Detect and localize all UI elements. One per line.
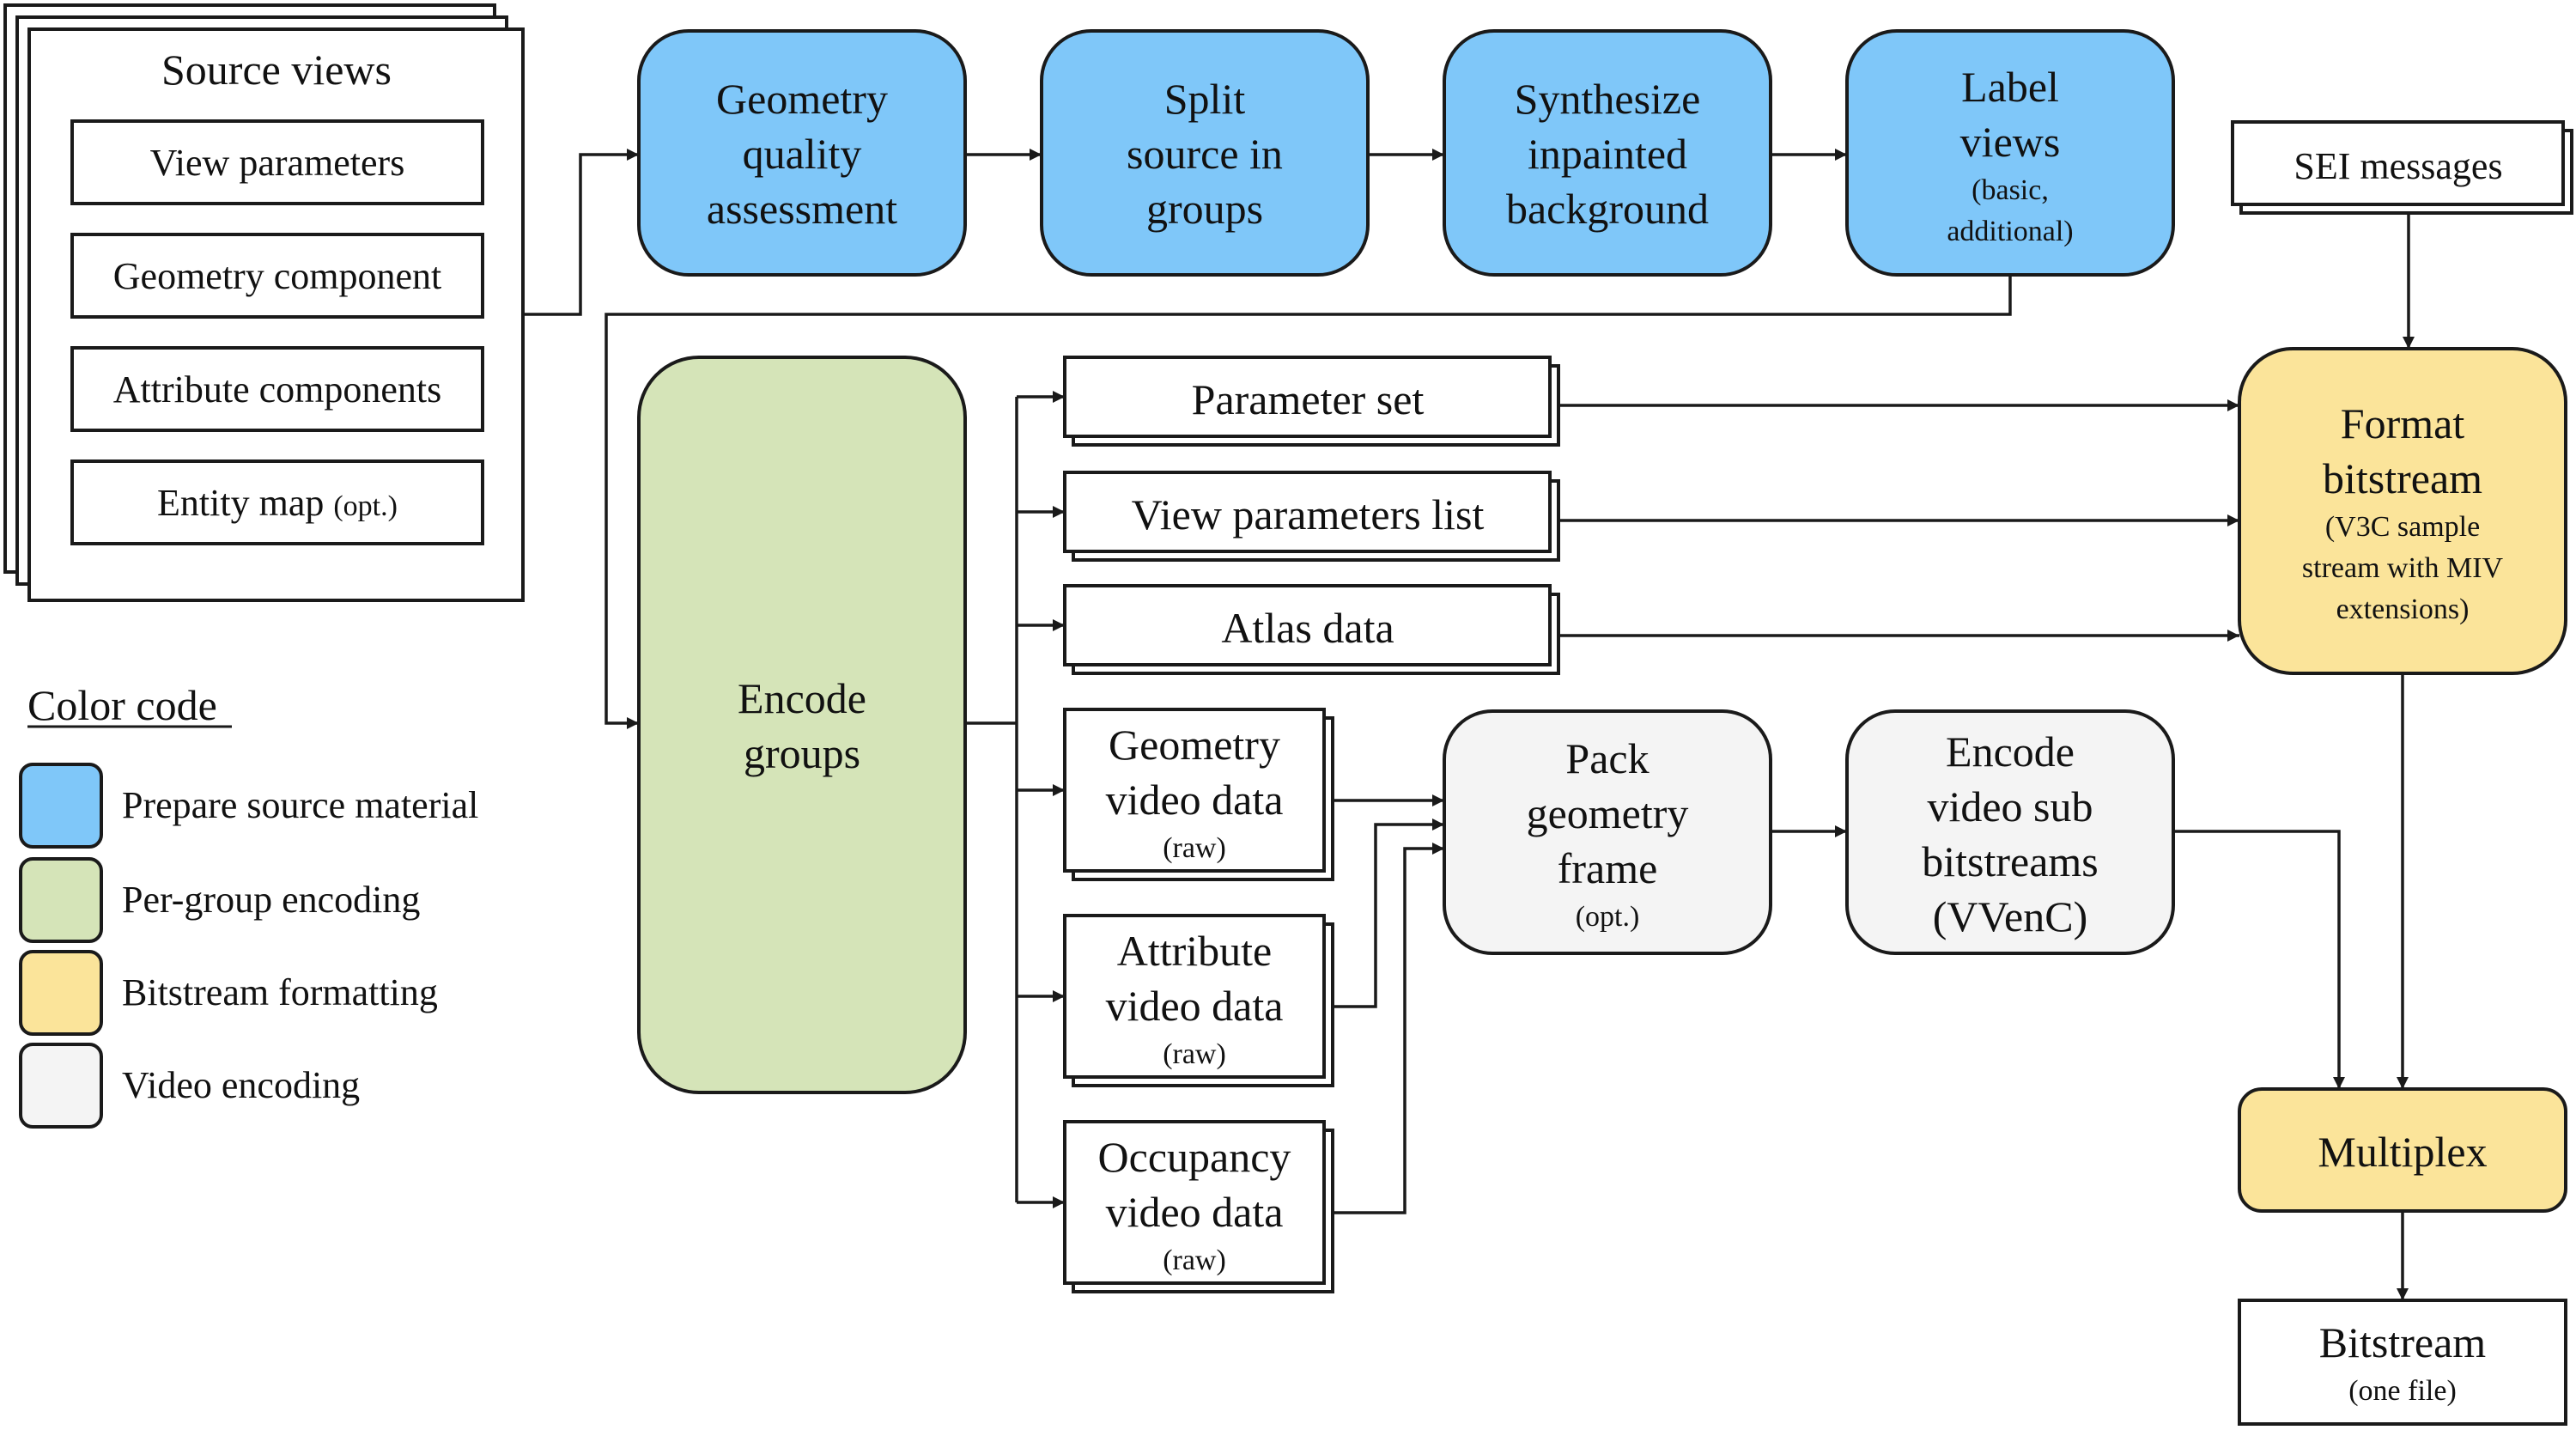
encode-video-line2: video sub [1927,782,2093,831]
synthesize-node: Synthesize inpainted background [1443,29,1772,277]
occupancy-video-node: Occupancy video data (raw) [1063,1120,1334,1293]
parameter-set-label: Parameter set [1192,375,1425,423]
geometry-quality-line3: assessment [707,185,897,233]
attribute-components-label: Attribute components [113,368,442,411]
format-sub2: stream with MIV [2302,552,2504,584]
encode-video-line4: (VVenC) [1933,892,2088,940]
encode-groups-node: Encode groups [637,356,967,1094]
arrow-occupancy-video-to-pack [1333,843,1444,1214]
synthesize-line3: background [1506,185,1709,233]
pack-line2: geometry [1527,789,1689,837]
geometry-video-raw: (raw) [1163,832,1226,864]
arrow-source-to-geometry-quality [523,149,639,316]
geometry-component-label: Geometry component [113,255,441,297]
geometry-video-line2: video data [1106,776,1284,824]
source-views-stack: Source views View parameters Geometry co… [3,3,525,602]
geometry-quality-node: Geometry quality assessment [637,29,967,277]
view-parameters-box [70,119,484,205]
format-line2: bitstream [2323,454,2482,502]
pack-geometry-frame-node: Pack geometry frame (opt.) [1443,709,1772,955]
split-source-line1: Split [1164,75,1246,123]
view-parameters-list-node: View parameters list [1063,471,1560,562]
encode-groups-line2: groups [744,729,860,777]
encode-video-node: Encode video sub bitstreams (VVenC) [1845,709,2175,955]
bitstream-node: Bitstream (one file) [2238,1299,2567,1426]
split-source-line3: groups [1146,185,1263,233]
legend-label-bitstream: Bitstream formatting [122,971,438,1013]
format-bitstream-node: Format bitstream (V3C sample stream with… [2238,347,2567,675]
legend-title: Color code [27,681,217,729]
label-views-line1: Label [1961,63,2059,111]
geometry-quality-line2: quality [743,130,862,178]
occupancy-video-line2: video data [1106,1188,1284,1236]
bitstream-label: Bitstream [2319,1318,2487,1366]
arrow-encode-video-to-multiplex [2173,830,2345,1089]
encode-groups-line1: Encode [738,674,866,722]
label-views-sub2: additional) [1947,216,2073,247]
entity-map-box [70,459,484,545]
label-views-line2: views [1960,118,2061,166]
label-views-node: Label views (basic, additional) [1845,29,2175,277]
arrow-label-to-encode-groups [605,275,2012,729]
parameter-set-node: Parameter set [1063,356,1560,447]
bitstream-sub: (one file) [2348,1375,2457,1407]
pack-line1: Pack [1565,734,1649,782]
pack-opt: (opt.) [1576,901,1640,933]
multiplex-node: Multiplex [2238,1087,2567,1213]
format-sub1: (V3C sample [2325,511,2480,543]
view-parameters-list-label: View parameters list [1132,490,1485,539]
occupancy-video-line1: Occupancy [1098,1133,1291,1181]
atlas-data-label: Atlas data [1221,604,1394,652]
encode-video-line1: Encode [1946,727,2075,776]
color-legend: Color code Prepare source material Per-g… [19,681,478,1129]
geometry-quality-line1: Geometry [716,75,888,123]
entity-map-label: Entity map (opt.) [157,482,398,524]
connectors [523,149,2415,1300]
split-source-node: Split source in groups [1040,29,1370,277]
attribute-video-line1: Attribute [1117,927,1273,975]
attribute-video-line2: video data [1106,982,1284,1030]
legend-label-per-group: Per-group encoding [122,879,420,921]
multiplex-label: Multiplex [2318,1128,2487,1176]
format-line1: Format [2341,399,2465,447]
geometry-video-line1: Geometry [1109,721,1280,769]
encode-video-line3: bitstreams [1922,837,2099,885]
attribute-video-node: Attribute video data (raw) [1063,914,1334,1087]
legend-swatch-video [19,1043,103,1129]
pack-line3: frame [1558,844,1658,892]
arrow-attribute-video-to-pack [1333,818,1444,1008]
synthesize-line1: Synthesize [1515,75,1701,123]
sei-messages-label: SEI messages [2293,145,2502,187]
atlas-data-node: Atlas data [1063,584,1560,675]
synthesize-line2: inpainted [1528,130,1687,178]
attribute-components-box [70,346,484,432]
label-views-sub1: (basic, [1971,174,2049,206]
sei-messages-node: SEI messages [2231,120,2573,215]
source-views-title: Source views [161,46,392,94]
split-source-line2: source in [1127,130,1283,178]
geometry-video-node: Geometry video data (raw) [1063,708,1334,881]
legend-label-prepare: Prepare source material [122,784,478,826]
legend-label-video: Video encoding [122,1064,360,1106]
format-sub3: extensions) [2336,593,2470,625]
legend-swatch-per-group [19,857,103,943]
view-parameters-label: View parameters [150,142,405,184]
legend-swatch-bitstream [19,950,103,1036]
occupancy-video-raw: (raw) [1163,1244,1226,1276]
legend-swatch-prepare [19,763,103,849]
attribute-video-raw: (raw) [1163,1038,1226,1070]
geometry-component-box [70,233,484,319]
